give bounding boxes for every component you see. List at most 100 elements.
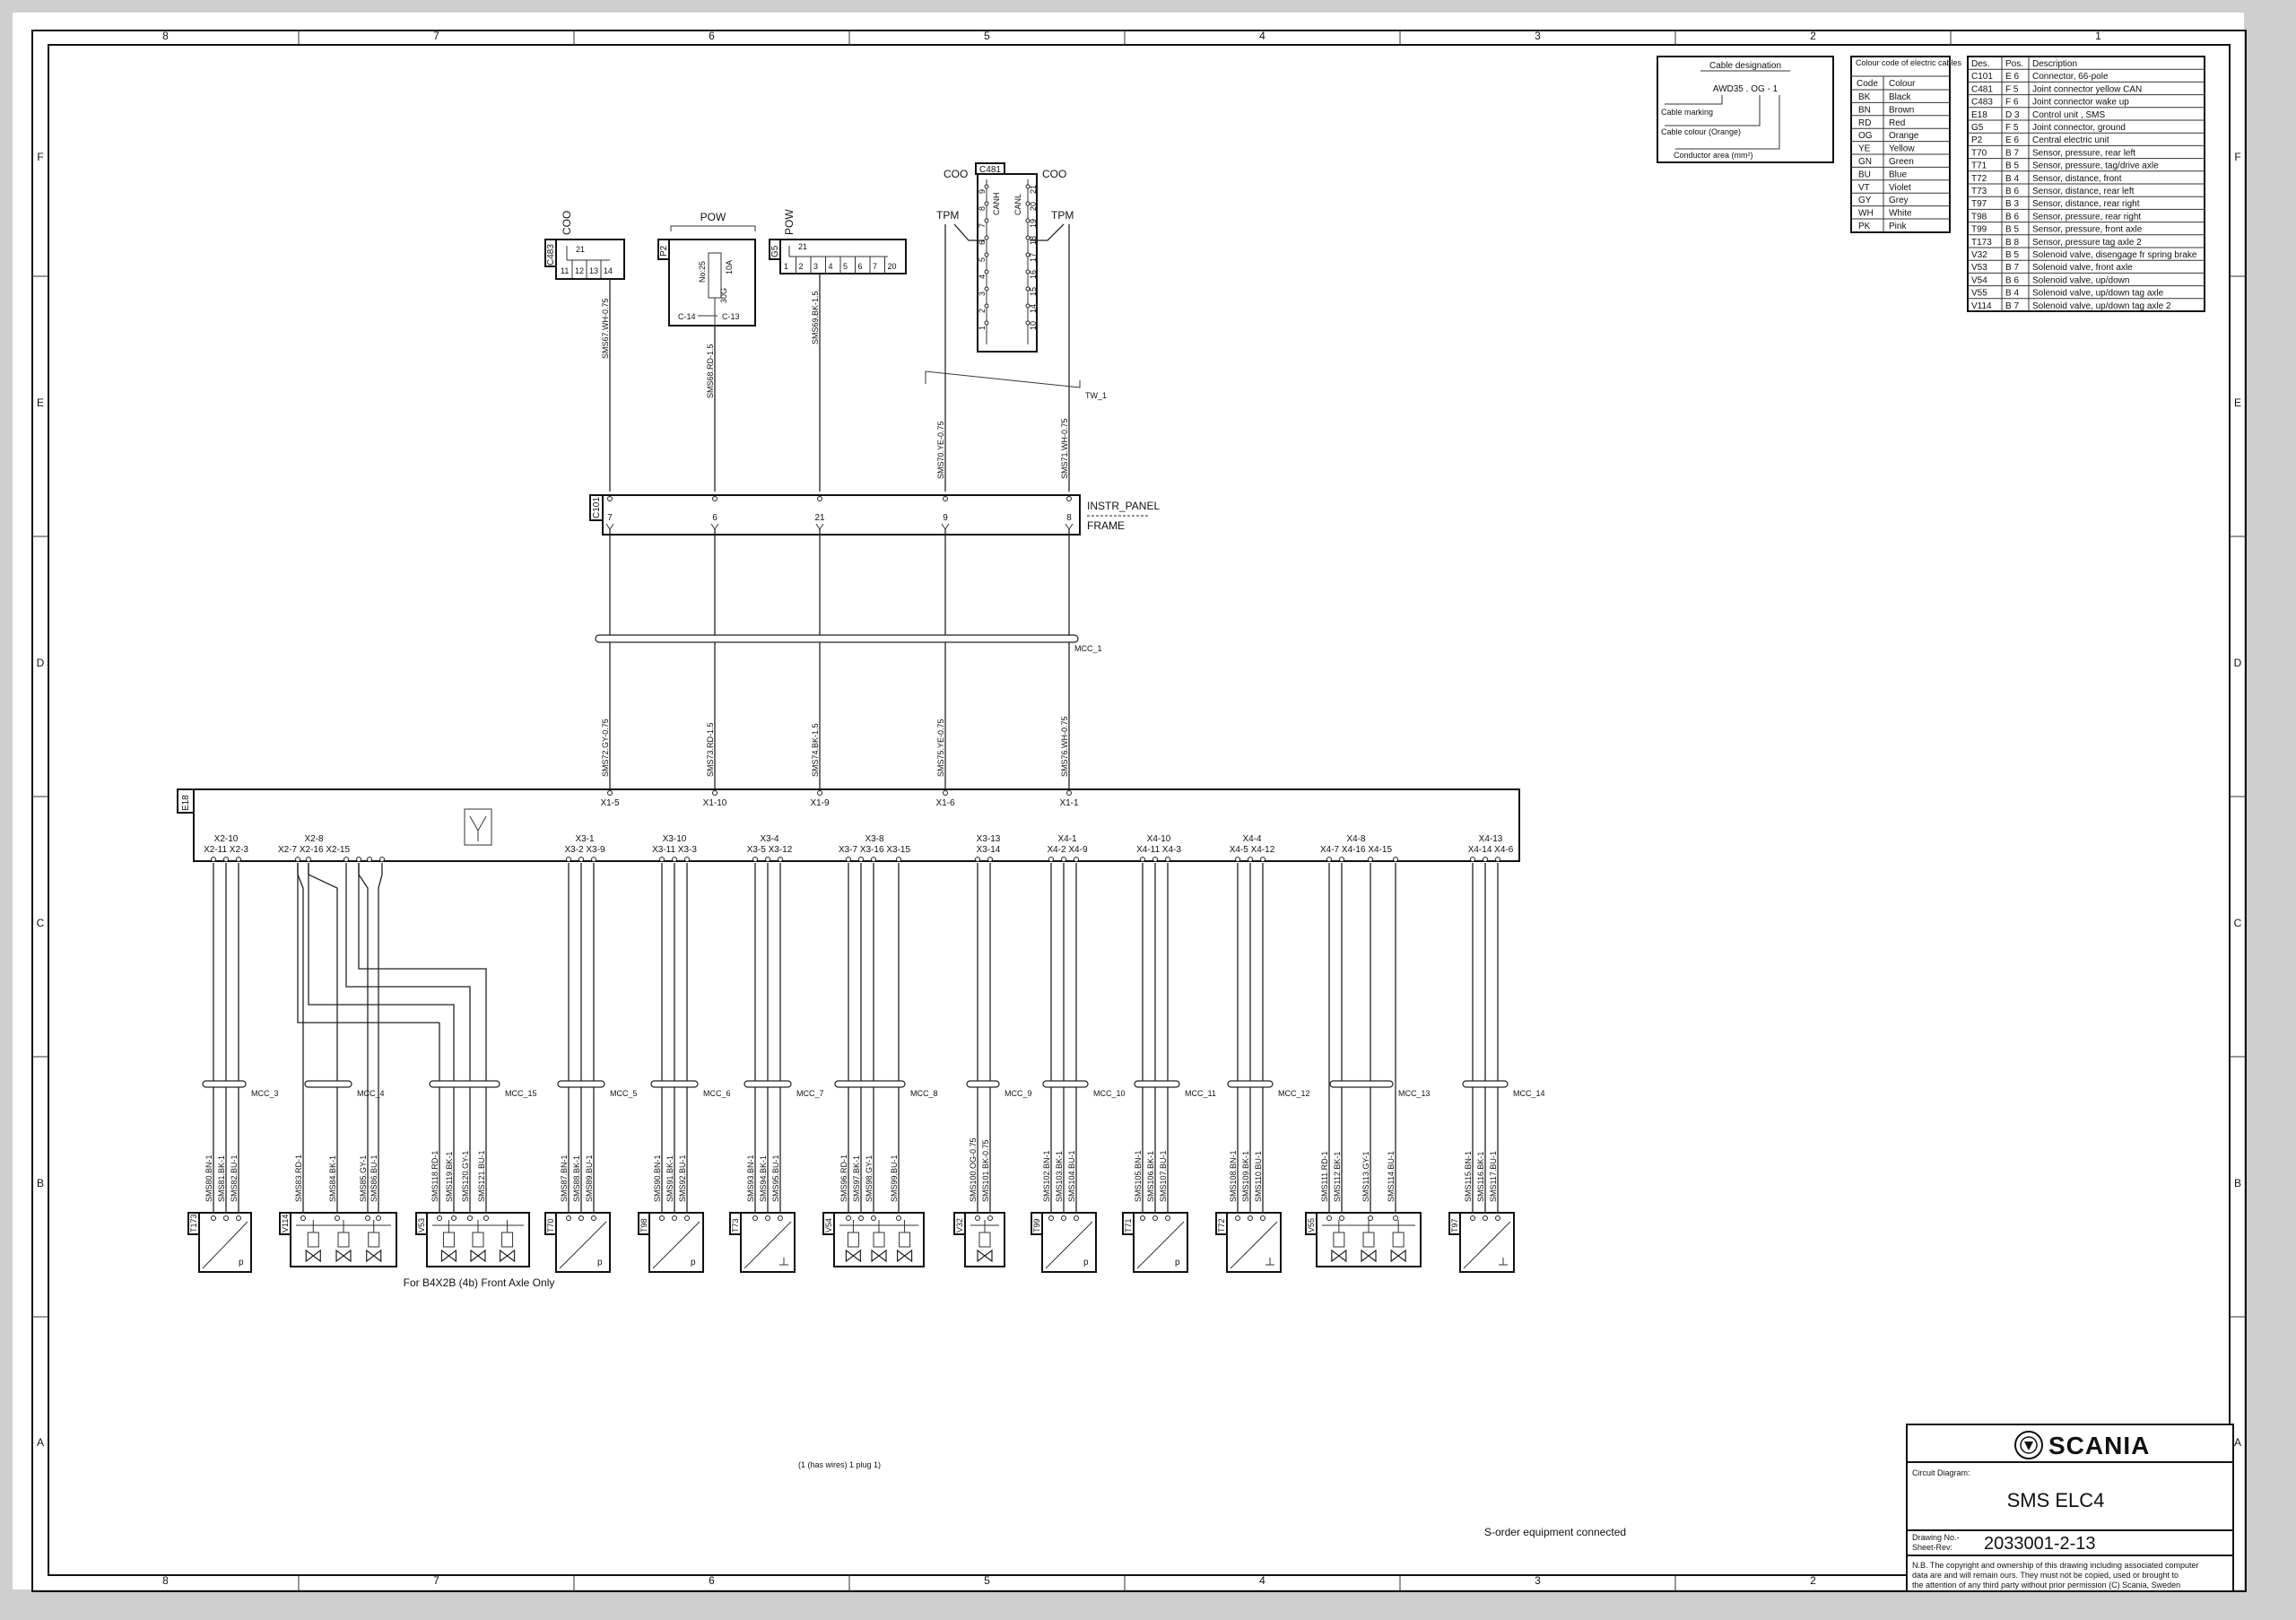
g5-pin: 5 (843, 262, 848, 271)
p2-pin-left: C-14 (678, 312, 696, 321)
mcc-label: MCC_13 (1398, 1089, 1431, 1098)
wire-label: SMS115.BN-1 (1464, 1151, 1473, 1202)
colour-code: PK (1858, 222, 1871, 231)
component-list-cell: Control unit , SMS (2032, 110, 2105, 120)
row-label-A: A (2234, 1436, 2241, 1449)
c101-pin: 6 (712, 513, 718, 523)
solenoid-valve-icon (366, 1249, 382, 1263)
wire-label: SMS82.BU-1 (230, 1154, 239, 1202)
drawing-label: Drawing No.- (1912, 1533, 1960, 1542)
component-id: T72 (1217, 1218, 1226, 1232)
solenoid-valve-icon (499, 1249, 516, 1263)
g5-pin: 1 (784, 262, 788, 271)
component-list-cell: F 6 (2005, 98, 2019, 108)
c481-pin: 15 (1029, 287, 1038, 296)
component-list-cell: B 4 (2005, 289, 2019, 299)
row-label-C: C (37, 917, 45, 929)
e18-group-pins: X4-5 X4-12 (1230, 845, 1275, 855)
component-list-cell: B 5 (2005, 250, 2019, 260)
e18-group-pins: X3-7 X3-16 X3-15 (839, 845, 910, 855)
p2-rating: 10A (725, 260, 734, 274)
row-label-A: A (37, 1436, 44, 1449)
c483-pin: 14 (604, 266, 613, 275)
column-label-7: 7 (433, 30, 439, 42)
component-id: T71 (1124, 1218, 1133, 1232)
wire-label: SMS118.RD-1 (430, 1151, 439, 1202)
e18-group-pins: X4-14 X4-6 (1468, 845, 1514, 855)
c483-pin: 12 (575, 266, 584, 275)
colour-name: Green (1889, 157, 1914, 167)
wire-label: SMS108.BN-1 (1229, 1150, 1238, 1202)
e18-group-pins: X3-5 X3-12 (747, 845, 793, 855)
e18-x1-pin: X1-10 (703, 798, 727, 808)
e18-group-top: X4-1 (1057, 834, 1077, 844)
sheet-label: Sheet-Rev: (1912, 1543, 1952, 1552)
pressure-symbol: p (597, 1258, 603, 1267)
component-list-cell: V53 (1971, 263, 1987, 273)
inner-frame (48, 44, 2231, 1576)
e18-group-pins: X2-11 X2-3 (204, 845, 248, 855)
e18-group-pins: X3-11 X3-3 (652, 845, 697, 855)
wire-label: SMS102.BN-1 (1042, 1150, 1051, 1202)
g5-pin: 2 (799, 262, 804, 271)
component-list-cell: C101 (1971, 72, 1993, 82)
colour-name: Orange (1889, 131, 1919, 141)
c481-right-group: COO (1042, 168, 1066, 180)
wire-c483: SMS67.WH-0.75 (601, 298, 610, 359)
e18-group-top: X2-8 (304, 834, 324, 844)
p2-group-label: POW (700, 211, 726, 223)
row-label-D: D (37, 657, 45, 669)
g5-pin: 4 (829, 262, 833, 271)
column-label-5: 5 (984, 30, 990, 42)
wire-label: SMS112.BK-1 (1333, 1152, 1342, 1202)
c481-pin: 8 (978, 206, 987, 211)
tpm-right-label: TPM (1051, 209, 1074, 222)
row-label-F: F (37, 151, 43, 163)
component-id: V32 (955, 1218, 964, 1232)
component-list-cell: B 7 (2005, 148, 2019, 158)
component-list-cell: T173 (1971, 238, 1992, 248)
component-id: T73 (731, 1218, 740, 1232)
g5-pin: 7 (873, 262, 877, 271)
component-list-cell: D 3 (2005, 110, 2020, 120)
copyright-line-1: N.B. The copyright and ownership of this… (1912, 1561, 2199, 1570)
column-label-4: 4 (1259, 30, 1265, 42)
component-list-cell: Joint connector wake up (2032, 98, 2129, 108)
c481-left-group: COO (944, 168, 968, 180)
c481-canh: CANH (992, 192, 1001, 215)
e18-symbol (464, 808, 492, 846)
component-list-cell: B 8 (2005, 238, 2019, 248)
colour-name: Brown (1889, 105, 1914, 115)
c101-pin: 21 (814, 513, 825, 523)
component-id: V53 (417, 1218, 426, 1232)
row-label-E: E (2234, 396, 2241, 409)
mcc-label: MCC_8 (910, 1089, 938, 1098)
mcc-label: MCC_7 (796, 1089, 824, 1098)
c101-id: C101 (592, 497, 602, 518)
solenoid-valve-icon (896, 1249, 913, 1263)
component-list-cell: V32 (1971, 250, 1987, 260)
component-id: V54 (824, 1218, 833, 1232)
component-list-cell: P2 (1971, 135, 1983, 145)
mcc-label: MCC_9 (1004, 1089, 1032, 1098)
c481-pin: 2 (978, 309, 987, 313)
cable-designation-legend: Cable designation AWD35 . OG - 1 Cable m… (1657, 56, 1834, 163)
wire-label: SMS107.BU-1 (1159, 1150, 1168, 1202)
colour-code: VT (1858, 183, 1870, 193)
c481-canl: CANL (1013, 194, 1022, 215)
e18-input-wire: SMS73.RD-1.5 (706, 722, 715, 777)
component-list-cell: C481 (1971, 84, 1993, 94)
solenoid-valve-icon (1331, 1249, 1347, 1263)
pressure-symbol: p (1175, 1258, 1180, 1267)
e18-x1-pin: X1-1 (1059, 798, 1079, 808)
c101-label-top: INSTR_PANEL (1087, 500, 1160, 512)
column-label-1: 1 (2095, 30, 2101, 42)
c481-pin: 14 (1029, 304, 1038, 313)
wire-label: SMS83.RD-1 (294, 1154, 303, 1202)
wire-label: SMS97.BK-1 (852, 1155, 861, 1202)
solenoid-valve-icon (871, 1249, 887, 1263)
c481-pin: 20 (1029, 202, 1038, 211)
